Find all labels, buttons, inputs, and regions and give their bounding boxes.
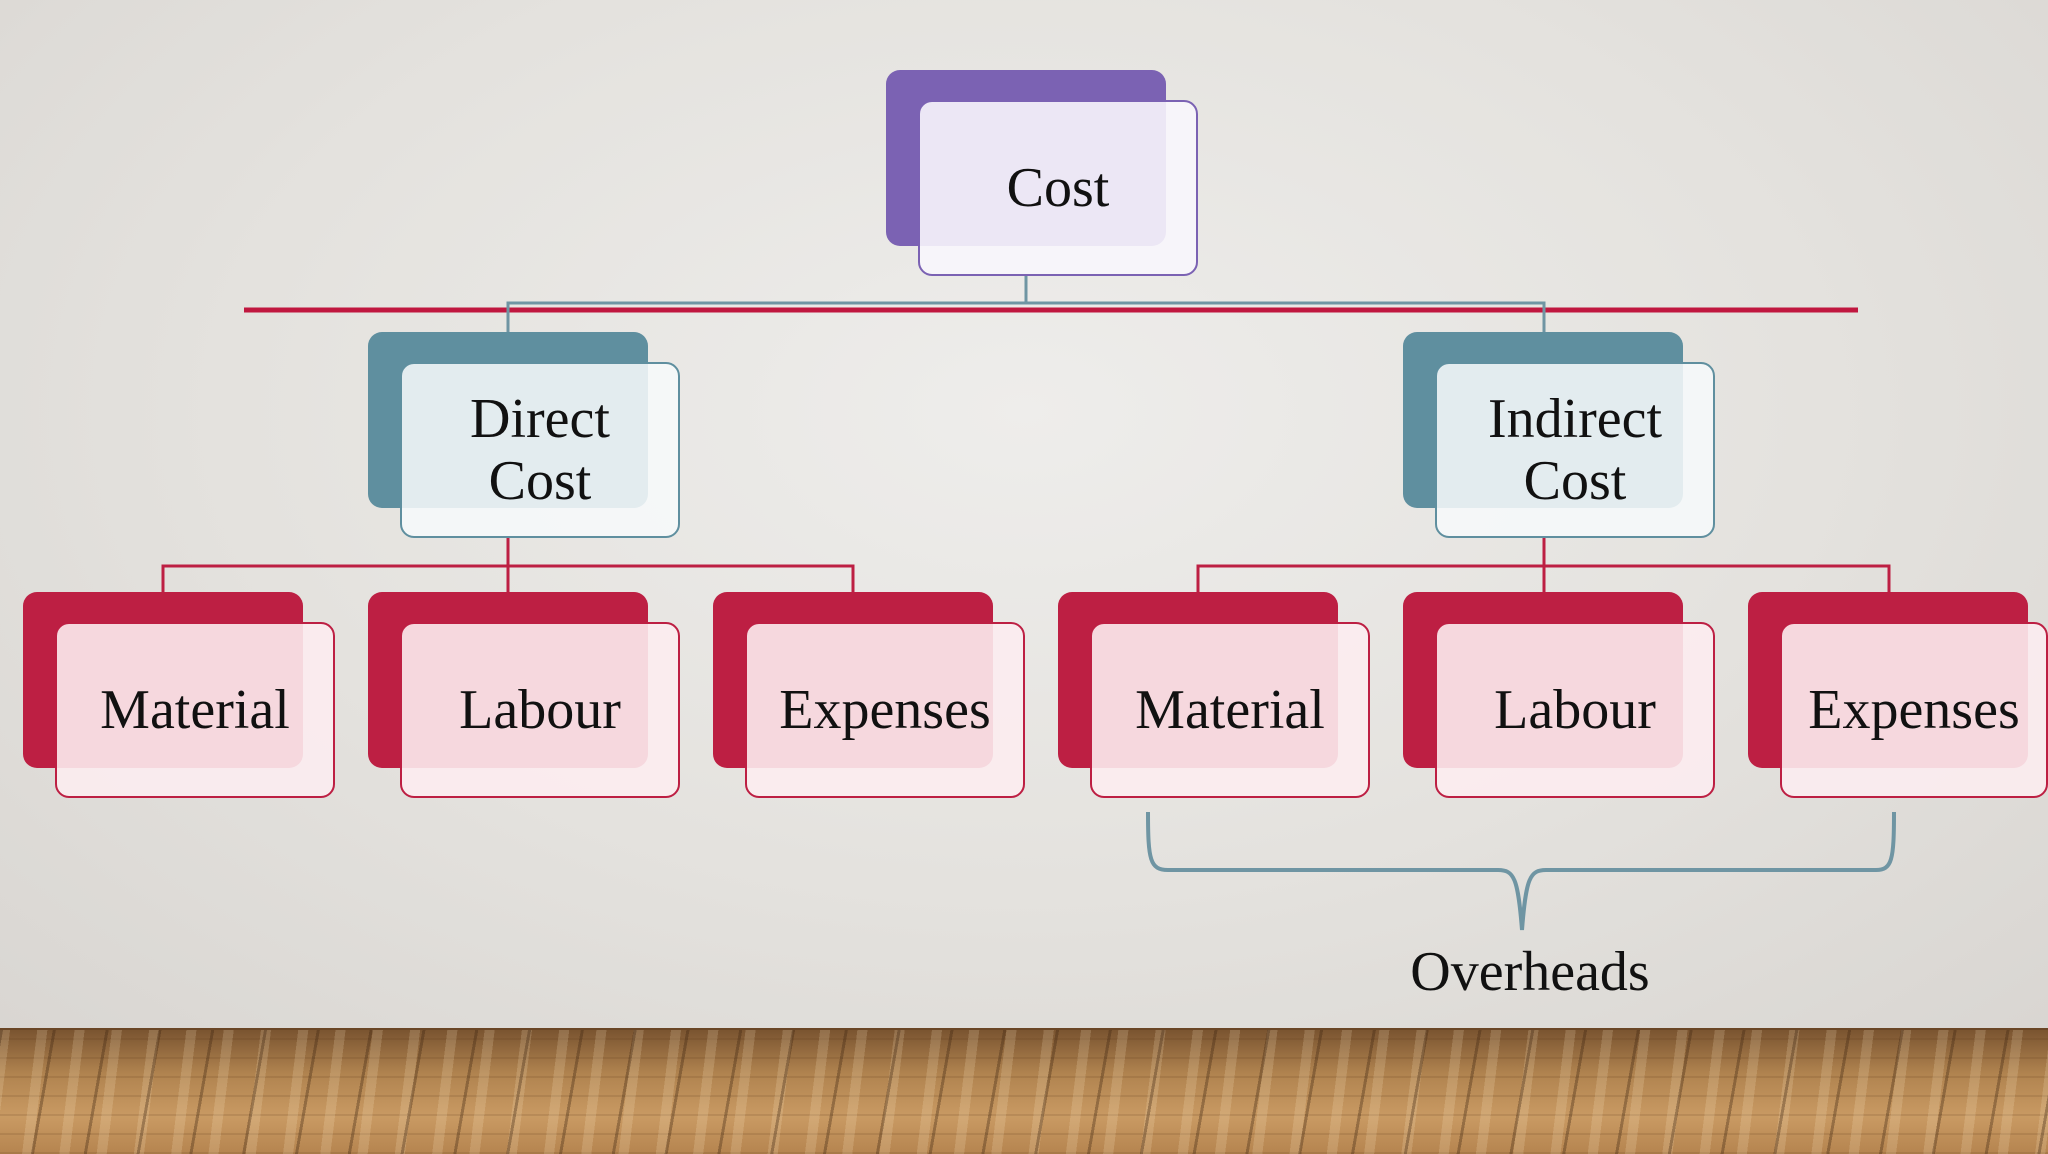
indirect-cost-label: Indirect Cost: [1435, 362, 1715, 538]
indirect-expenses-label: Expenses: [1780, 622, 2048, 798]
indirect-material-label: Material: [1090, 622, 1370, 798]
overheads-bracket: [1146, 811, 1896, 931]
overheads-label: Overheads: [1410, 941, 1650, 1003]
cost-node-label: Cost: [918, 100, 1198, 276]
direct-labour-label: Labour: [400, 622, 680, 798]
wood-floor: [0, 1028, 2048, 1154]
direct-expenses-label: Expenses: [745, 622, 1025, 798]
indirect-labour-label: Labour: [1435, 622, 1715, 798]
root-connector: [506, 275, 1546, 333]
direct-cost-label: Direct Cost: [400, 362, 680, 538]
direct-connector: [161, 538, 855, 592]
direct-material-label: Material: [55, 622, 335, 798]
indirect-connector: [1196, 538, 1891, 592]
